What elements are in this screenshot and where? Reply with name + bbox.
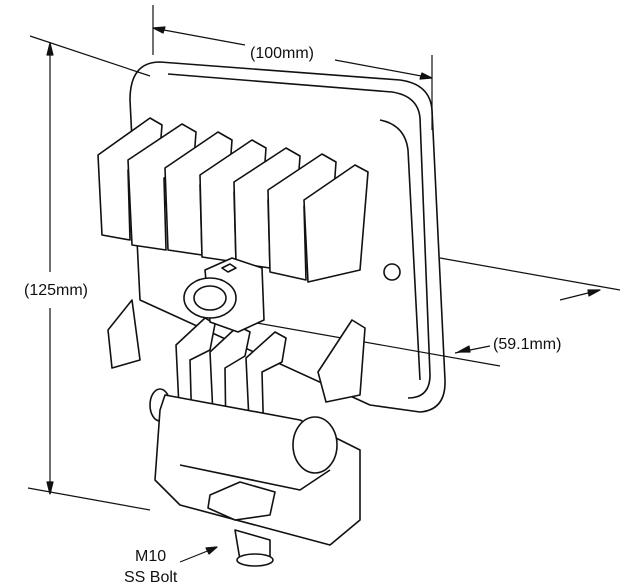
bolt-type-label: SS Bolt <box>124 569 178 586</box>
bolt-callout-arrow <box>179 546 218 563</box>
bolt-size-label: M10 <box>135 548 167 565</box>
height-dimension <box>27 35 151 511</box>
width-dimension <box>152 5 433 130</box>
connector <box>183 257 265 333</box>
screw <box>383 263 401 281</box>
mounting-bracket <box>149 388 361 567</box>
width-label: (100mm) <box>250 45 315 62</box>
depth-dimension <box>239 257 621 367</box>
depth-label: (59.1mm) <box>493 336 562 353</box>
height-label: (125mm) <box>24 282 89 299</box>
light-housing <box>129 61 446 413</box>
heat-sink-fins <box>97 117 369 447</box>
